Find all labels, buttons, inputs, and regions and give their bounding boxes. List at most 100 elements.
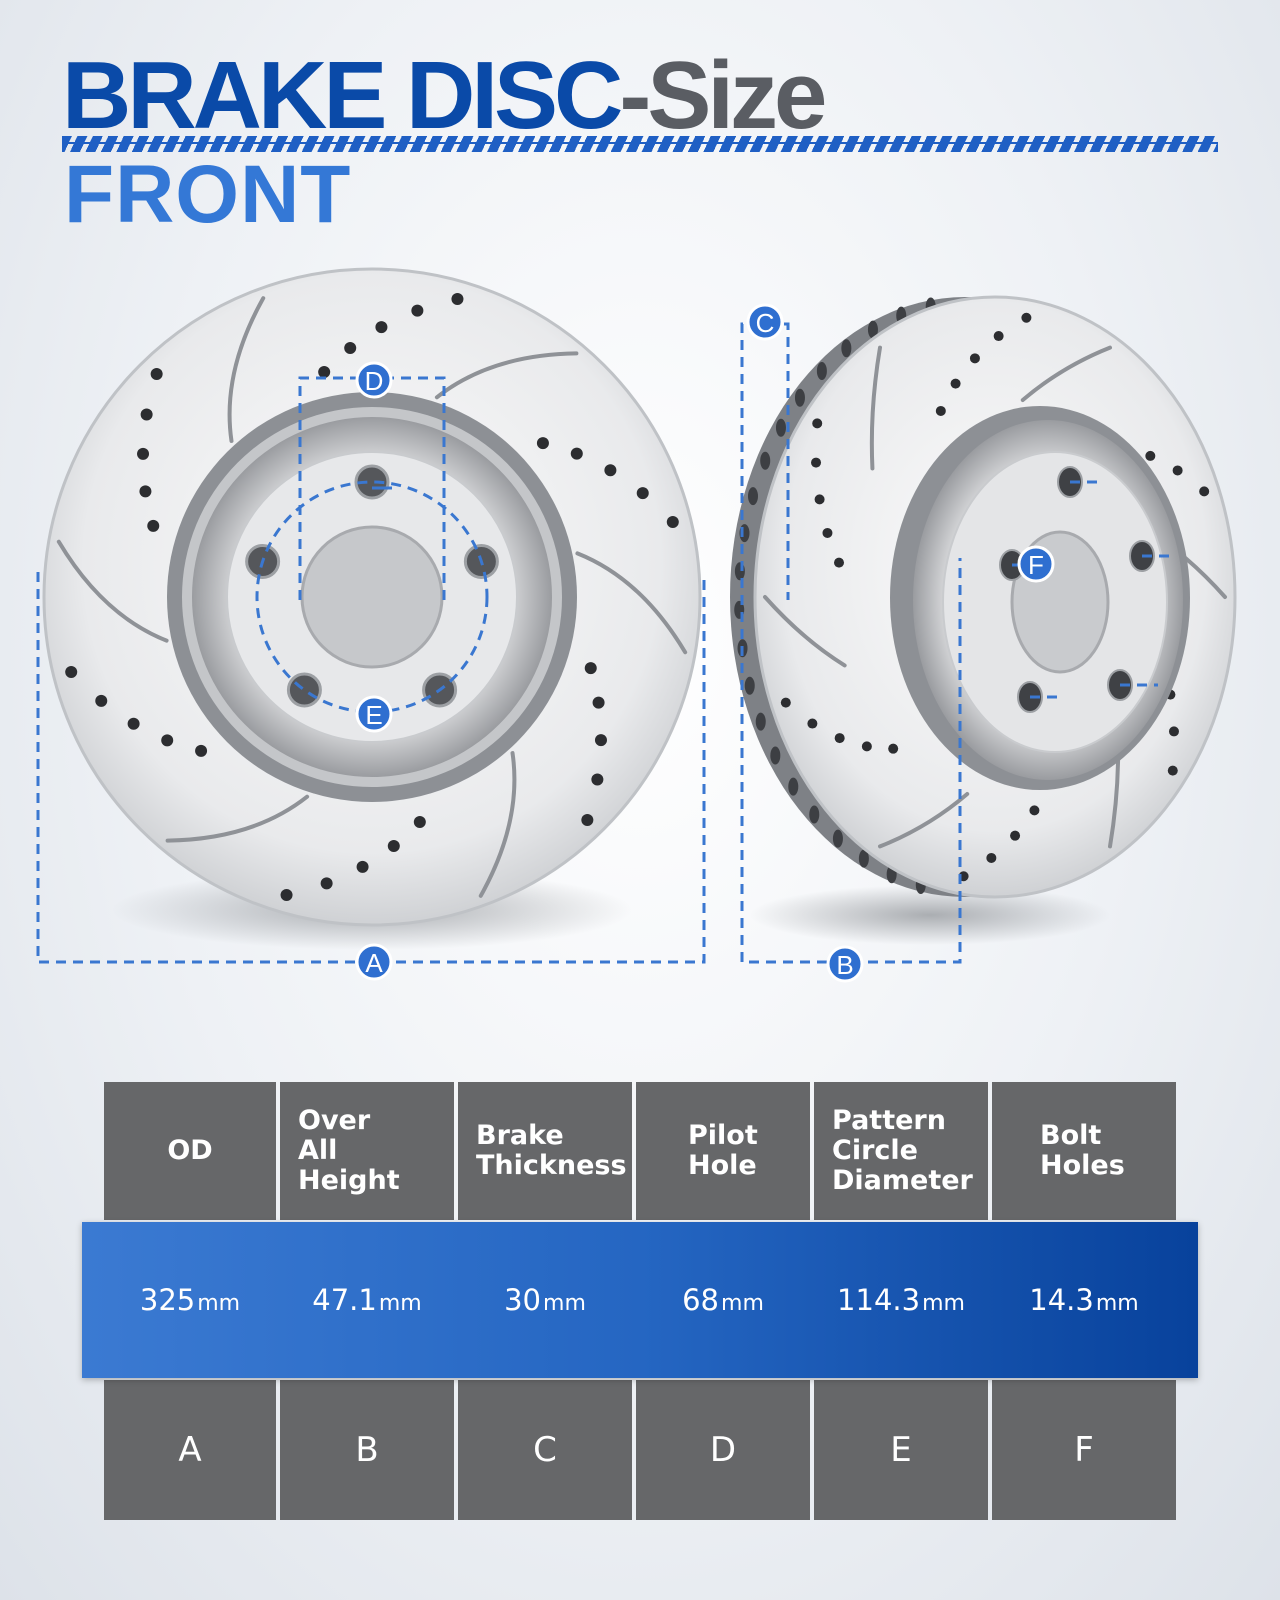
drill-hole [139,485,152,498]
side-drill-hole [780,697,791,708]
value-pcd-unit: mm [922,1290,965,1316]
cross-slot [56,539,169,643]
drill-hole [356,860,369,873]
drill-hole [65,665,78,678]
drill-hole [411,304,424,317]
bolt-hole [354,464,390,500]
header-bolt-holes: Bolt Holes [992,1082,1176,1220]
dimension-markers: A B C D E F [355,303,1055,983]
marker-e: E [355,695,393,733]
drill-hole [137,447,150,460]
marker-f: F [1017,545,1055,583]
value-pcd-number: 114.3 [837,1283,921,1317]
marker-a: A [355,943,393,981]
vane-slot [841,339,852,358]
drill-hole [451,293,464,306]
title-main: BRAKE DISC [62,42,623,149]
drill-hole [636,487,649,500]
value-height-unit: mm [378,1290,422,1316]
side-drill-hole [1029,805,1040,816]
drill-hole [127,717,140,730]
drill-hole [594,734,607,747]
letter-d: D [636,1380,810,1520]
side-drill-hole [1168,726,1179,737]
side-drill-hole [950,378,961,389]
drill-hole [195,744,208,757]
cross-slot [478,751,517,898]
title-suffix: -Size [619,42,827,149]
drill-hole [592,696,605,709]
dimension-line-c [740,322,790,690]
marker-f-label: F [1028,550,1044,580]
drill-hole [581,813,594,826]
letter-b: B [280,1380,454,1520]
drill-hole [280,888,293,901]
drill-hole [375,321,388,334]
drill-holes [65,293,679,901]
side-drill-hole [935,405,946,416]
side-drill-hole [1021,312,1032,323]
side-cross-slot [869,345,882,471]
title-block: BRAKE DISC-Size [62,48,827,144]
pilot-hole [300,525,444,669]
value-thickness-number: 30 [504,1283,542,1317]
page-title: BRAKE DISC-Size [62,48,827,144]
vane-slot [744,676,755,695]
cross-slot [227,296,266,443]
side-cross-slot [878,791,970,849]
marker-b: B [826,945,864,983]
drill-hole [536,437,549,450]
vane-slot [867,320,878,339]
vane-slot [858,849,869,868]
drill-hole [318,366,331,379]
value-bolt-unit: mm [1095,1290,1139,1316]
side-drill-hole [986,852,997,863]
bolt-hole [286,672,322,708]
title-stripe-divider [62,136,1218,152]
drill-hole [344,341,357,354]
side-drill-hole [969,353,980,364]
vane-slot [832,829,843,848]
marker-a-label: A [365,948,383,978]
side-drill-hole [888,743,899,754]
value-od-unit: mm [197,1290,241,1316]
value-height-number: 47.1 [312,1283,377,1317]
drill-hole [413,815,426,828]
marker-d-label: D [365,366,384,396]
page-subtitle: FRONT [64,149,352,240]
marker-b-label: B [836,950,853,980]
side-drill-hole [1167,765,1178,776]
vane-slot [760,451,771,470]
value-pilot-unit: mm [721,1290,764,1316]
side-drill-hole [811,457,822,468]
side-drill-hole [1010,830,1021,841]
cross-slot [575,551,688,655]
value-thickness-unit: mm [543,1290,586,1316]
side-drill-hole [834,733,845,744]
header-pattern-circle-diameter: Pattern Circle Diameter [814,1082,988,1220]
cross-slot [165,794,310,843]
side-drill-hole [1199,486,1210,497]
drill-hole [666,516,679,529]
marker-e-label: E [365,700,382,730]
drill-hole [161,734,174,747]
letter-e: E [814,1380,988,1520]
drill-hole [591,773,604,786]
side-drill-hole [861,741,872,752]
drill-hole [320,877,333,890]
side-cross-slot [1020,345,1112,403]
side-drill-hole [822,527,833,538]
drill-hole [604,464,617,477]
drill-hole [150,368,163,381]
value-bolt-number: 14.3 [1029,1283,1094,1317]
spec-table: OD Over All Height Brake Thickness Pilot… [104,1082,1176,1520]
side-disc-shadow [750,885,1110,945]
drill-hole [95,694,108,707]
vane-slot [755,712,766,731]
